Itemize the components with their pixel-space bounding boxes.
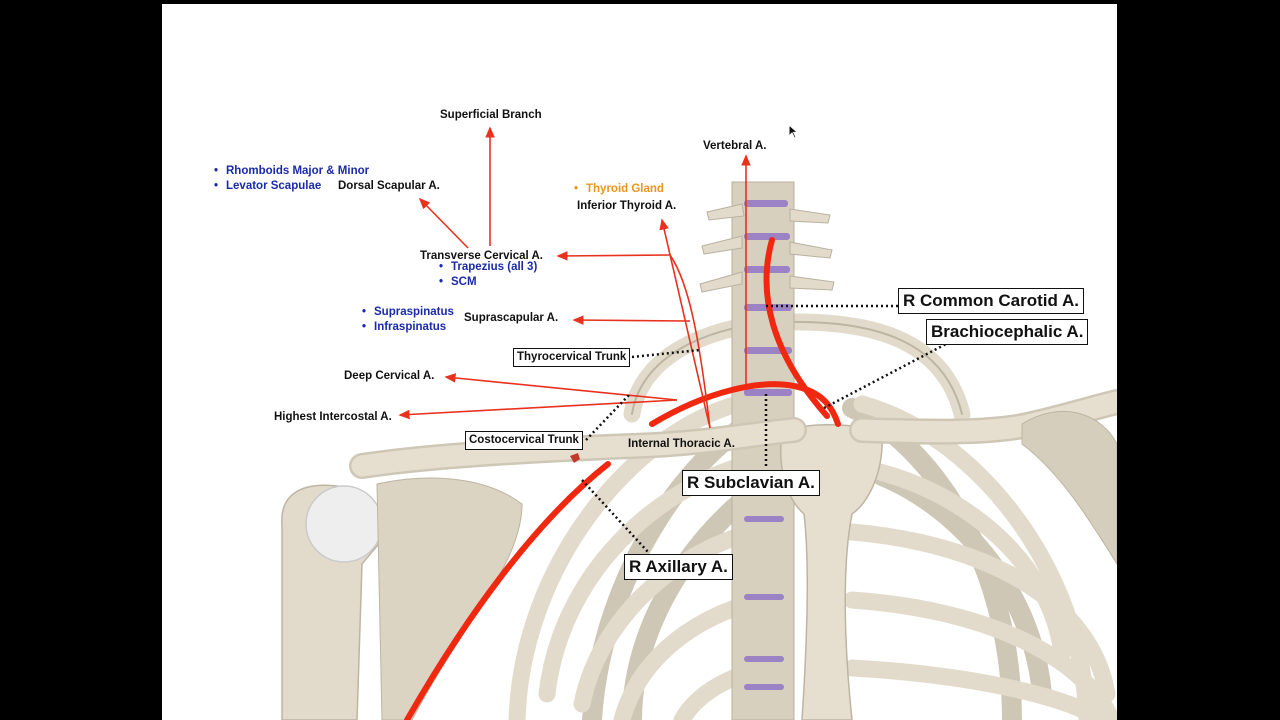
anatomy-illustration <box>162 4 1117 720</box>
label-deep-cervical: Deep Cervical A. <box>344 369 434 383</box>
label-suprascapular: Suprascapular A. <box>464 311 558 325</box>
label-vertebral: Vertebral A. <box>703 139 767 153</box>
muscle-infraspinatus: Infraspinatus <box>362 320 446 334</box>
label-internal-thoracic: Internal Thoracic A. <box>628 437 735 451</box>
muscle-supraspinatus: Supraspinatus <box>362 305 454 319</box>
box-thyrocervical-trunk: Thyrocervical Trunk <box>513 348 630 367</box>
label-dorsal-scapular: Dorsal Scapular A. <box>338 179 440 193</box>
muscle-levator-scapulae: Levator Scapulae <box>214 179 321 193</box>
arrow-cursor-icon <box>788 124 800 140</box>
label-superficial-branch: Superficial Branch <box>440 108 542 122</box>
label-thyroid-gland: Thyroid Gland <box>574 182 664 196</box>
label-highest-intercostal: Highest Intercostal A. <box>274 410 392 424</box>
box-costocervical-trunk: Costocervical Trunk <box>465 431 583 450</box>
box-r-subclavian: R Subclavian A. <box>682 470 820 496</box>
box-r-axillary: R Axillary A. <box>624 554 733 580</box>
slide-canvas: Superficial Branch Vertebral A. Rhomboid… <box>162 4 1117 720</box>
box-r-common-carotid: R Common Carotid A. <box>898 288 1084 314</box>
box-brachiocephalic: Brachiocephalic A. <box>926 319 1088 345</box>
muscle-trapezius: Trapezius (all 3) <box>439 260 537 274</box>
muscle-scm: SCM <box>439 275 477 289</box>
muscle-rhomboids: Rhomboids Major & Minor <box>214 164 369 178</box>
label-inferior-thyroid: Inferior Thyroid A. <box>577 199 676 213</box>
